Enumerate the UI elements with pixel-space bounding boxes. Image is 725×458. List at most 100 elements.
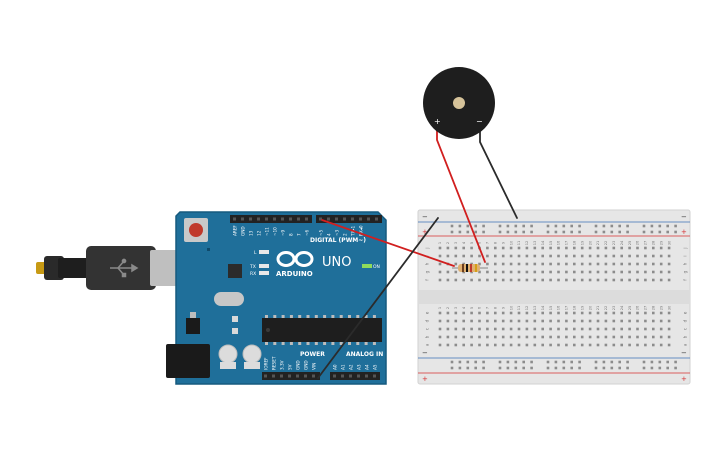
terminal-hole[interactable] <box>644 270 647 274</box>
terminal-hole[interactable] <box>565 319 568 323</box>
terminal-hole[interactable] <box>604 327 608 331</box>
terminal-hole[interactable] <box>454 319 458 323</box>
terminal-hole[interactable] <box>652 246 655 250</box>
rail-hole[interactable] <box>514 360 518 364</box>
terminal-hole[interactable] <box>620 319 623 323</box>
terminal-hole[interactable] <box>557 327 560 331</box>
terminal-hole[interactable] <box>541 270 544 274</box>
rail-hole[interactable] <box>522 366 525 370</box>
terminal-hole[interactable] <box>509 311 513 315</box>
terminal-hole[interactable] <box>565 327 568 331</box>
rail-hole[interactable] <box>610 230 614 234</box>
terminal-hole[interactable] <box>667 319 671 323</box>
terminal-hole[interactable] <box>541 278 544 282</box>
terminal-hole[interactable] <box>628 327 631 331</box>
terminal-hole[interactable] <box>644 246 647 250</box>
rail-hole[interactable] <box>530 366 533 370</box>
header-pin[interactable] <box>327 217 330 221</box>
rail-hole[interactable] <box>626 360 629 364</box>
terminal-hole[interactable] <box>573 335 576 339</box>
terminal-hole[interactable] <box>588 319 592 323</box>
terminal-hole[interactable] <box>462 335 465 339</box>
header-pin[interactable] <box>359 217 362 221</box>
rail-hole[interactable] <box>658 224 662 228</box>
terminal-hole[interactable] <box>644 278 647 282</box>
terminal-hole[interactable] <box>454 262 458 266</box>
terminal-hole[interactable] <box>533 278 537 282</box>
terminal-hole[interactable] <box>462 327 465 331</box>
terminal-hole[interactable] <box>470 343 473 347</box>
terminal-hole[interactable] <box>438 246 442 250</box>
terminal-hole[interactable] <box>478 311 481 315</box>
terminal-hole[interactable] <box>517 262 521 266</box>
terminal-hole[interactable] <box>596 270 600 274</box>
terminal-hole[interactable] <box>525 278 529 282</box>
terminal-hole[interactable] <box>549 270 552 274</box>
terminal-hole[interactable] <box>652 278 655 282</box>
rail-hole[interactable] <box>506 360 510 364</box>
terminal-hole[interactable] <box>652 327 655 331</box>
terminal-hole[interactable] <box>557 343 560 347</box>
terminal-hole[interactable] <box>549 335 552 339</box>
terminal-hole[interactable] <box>667 278 671 282</box>
rail-hole[interactable] <box>642 366 646 370</box>
rail-hole[interactable] <box>466 224 470 228</box>
rail-hole[interactable] <box>666 360 669 364</box>
terminal-hole[interactable] <box>454 278 458 282</box>
rail-hole[interactable] <box>674 224 677 228</box>
terminal-hole[interactable] <box>541 327 544 331</box>
terminal-hole[interactable] <box>628 335 631 339</box>
terminal-hole[interactable] <box>446 343 450 347</box>
terminal-hole[interactable] <box>659 246 663 250</box>
terminal-hole[interactable] <box>636 262 639 266</box>
terminal-hole[interactable] <box>573 278 576 282</box>
terminal-hole[interactable] <box>517 270 521 274</box>
terminal-hole[interactable] <box>446 327 450 331</box>
terminal-hole[interactable] <box>620 262 623 266</box>
terminal-hole[interactable] <box>557 270 560 274</box>
terminal-hole[interactable] <box>454 246 458 250</box>
terminal-hole[interactable] <box>620 270 623 274</box>
terminal-hole[interactable] <box>612 335 616 339</box>
terminal-hole[interactable] <box>509 319 513 323</box>
terminal-hole[interactable] <box>557 278 560 282</box>
terminal-hole[interactable] <box>667 327 671 331</box>
wire-black-buzzer-minus[interactable] <box>479 121 518 219</box>
terminal-hole[interactable] <box>501 311 505 315</box>
rail-hole[interactable] <box>450 360 454 364</box>
terminal-hole[interactable] <box>588 343 592 347</box>
terminal-hole[interactable] <box>454 327 458 331</box>
terminal-hole[interactable] <box>454 343 458 347</box>
rail-hole[interactable] <box>474 360 477 364</box>
terminal-hole[interactable] <box>517 311 521 315</box>
rail-hole[interactable] <box>594 230 598 234</box>
rail-hole[interactable] <box>458 224 462 228</box>
rail-hole[interactable] <box>546 224 550 228</box>
terminal-hole[interactable] <box>667 262 671 266</box>
terminal-hole[interactable] <box>501 278 505 282</box>
terminal-hole[interactable] <box>652 270 655 274</box>
terminal-hole[interactable] <box>533 270 537 274</box>
terminal-hole[interactable] <box>549 327 552 331</box>
rail-hole[interactable] <box>506 230 510 234</box>
terminal-hole[interactable] <box>604 262 608 266</box>
terminal-hole[interactable] <box>580 262 584 266</box>
terminal-hole[interactable] <box>478 254 481 258</box>
terminal-hole[interactable] <box>573 311 576 315</box>
rail-hole[interactable] <box>474 224 477 228</box>
rail-hole[interactable] <box>482 360 485 364</box>
rail-hole[interactable] <box>650 360 654 364</box>
rail-hole[interactable] <box>562 224 566 228</box>
terminal-hole[interactable] <box>557 319 560 323</box>
terminal-hole[interactable] <box>501 327 505 331</box>
terminal-hole[interactable] <box>509 335 513 339</box>
header-pin[interactable] <box>312 374 315 378</box>
terminal-hole[interactable] <box>517 254 521 258</box>
terminal-hole[interactable] <box>659 343 663 347</box>
terminal-hole[interactable] <box>636 311 639 315</box>
terminal-hole[interactable] <box>501 319 505 323</box>
rail-hole[interactable] <box>650 224 654 228</box>
rail-hole[interactable] <box>530 230 533 234</box>
